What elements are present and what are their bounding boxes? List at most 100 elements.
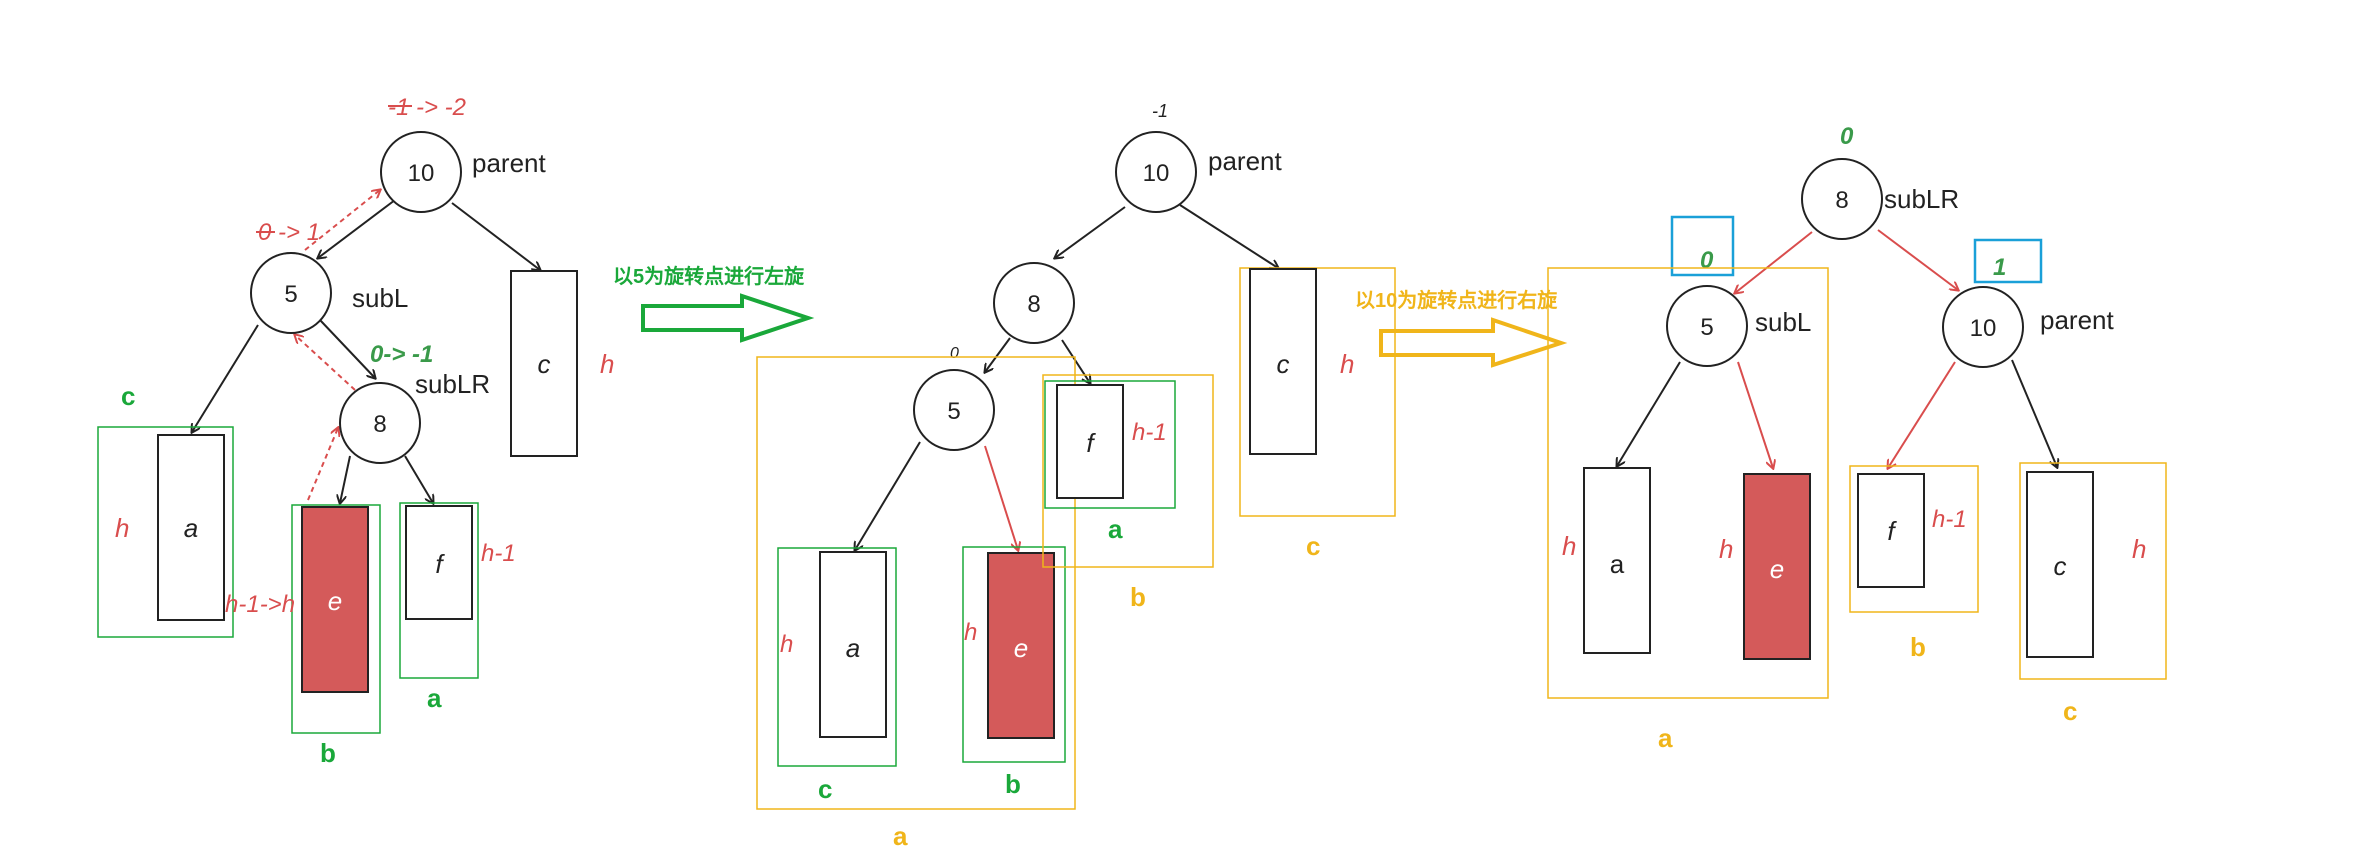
edge-8-5 [985, 337, 1011, 372]
subtree-e-label: e [1770, 554, 1784, 584]
parent-label: parent [1208, 146, 1282, 176]
subL-label: subL [352, 283, 408, 313]
edge-8-e [340, 455, 351, 503]
edge-10-c [1179, 204, 1278, 268]
edge-10-c [2011, 359, 2057, 467]
edge-8-f [1061, 339, 1090, 383]
subtree-e [301, 506, 369, 693]
bf-10-change: -1 -> -2 [388, 94, 466, 121]
group-a-outer-label: a [893, 821, 908, 851]
node-8-label: 8 [373, 411, 386, 438]
bf-8-change: 0-> -1 [370, 341, 433, 368]
edge-8-10 [1877, 229, 1958, 290]
node-8 [993, 262, 1075, 344]
subtree-e [987, 552, 1055, 739]
height-a: h [115, 513, 129, 543]
edge-10-8 [1055, 206, 1126, 258]
edge-5-a [855, 441, 921, 550]
subtree-c [1249, 268, 1317, 455]
group-b-inner-label: b [1005, 769, 1021, 799]
subtree-c-label: c [1277, 349, 1290, 379]
height-e-change: h-1->h [225, 591, 295, 618]
node-8 [1801, 158, 1883, 240]
subL-label: subL [1755, 307, 1811, 337]
group-c-outer-box [1239, 267, 1396, 517]
height-c: h [1340, 349, 1354, 379]
edge-5-a [192, 324, 259, 432]
node-10-label: 10 [1970, 315, 1997, 342]
node-10 [1115, 131, 1197, 213]
node-8-label: 8 [1835, 187, 1848, 214]
group-c-label: c [121, 381, 135, 411]
subtree-a-label: a [1610, 549, 1625, 579]
subtree-a-label: a [846, 633, 860, 663]
group-b-outer-box [1042, 374, 1214, 568]
height-f: h-1 [1132, 419, 1167, 446]
height-c: h [2132, 534, 2146, 564]
edge-10-f [1888, 361, 1956, 468]
group-c-outer-label: c [1306, 531, 1320, 561]
subtree-a [1583, 467, 1651, 654]
diagram-2-after-left-rotation: 10 8 5 parent -1 0 a a h c e h b f h-1 a… [756, 101, 1396, 851]
subtree-f [1056, 384, 1124, 499]
node-5 [913, 369, 995, 451]
parent-label: parent [2040, 305, 2114, 335]
diagram-3-after-right-rotation: 8 5 10 subLR subL parent 0 0 1 a h e h a… [1547, 123, 2167, 753]
group-c-label: c [818, 774, 832, 804]
group-c-box [97, 426, 234, 638]
node-5 [1666, 285, 1748, 367]
edge-10-5 [318, 199, 396, 258]
subtree-c-label: c [538, 349, 551, 379]
node-10-label: 10 [1143, 160, 1170, 187]
backtrack-8-5 [295, 335, 356, 391]
node-5 [250, 252, 332, 334]
node-5-label: 5 [284, 281, 297, 308]
edge-8-f [404, 455, 433, 503]
edge-5-e [1737, 361, 1773, 468]
subtree-f-label: f [1887, 516, 1897, 546]
rotate-left-arrow: 以5为旋转点进行左旋 [613, 264, 815, 343]
rotate-right-label: 以10为旋转点进行右旋 [1355, 288, 1558, 312]
edge-8-5 [1735, 231, 1813, 293]
subtree-f [1857, 473, 1925, 588]
group-a-outer-box [756, 356, 1076, 810]
height-e: h [1719, 534, 1733, 564]
node-10 [1942, 286, 2024, 368]
group-c-box [2019, 462, 2167, 680]
edge-5-8 [319, 319, 375, 378]
diagram-1-before: 10 5 8 parent subL subLR -1 -> -2 0 -> 1… [97, 94, 614, 768]
group-b-label: b [1910, 632, 1926, 662]
edge-10-c [451, 202, 540, 270]
group-c-box [777, 547, 897, 767]
node-8 [339, 382, 421, 464]
group-b-inner-box [962, 546, 1066, 763]
bf-5: 0 [1700, 247, 1714, 274]
subtree-e-label: e [328, 586, 342, 616]
subtree-c [510, 270, 578, 457]
rotate-right-arrow: 以10为旋转点进行右旋 [1355, 288, 1568, 368]
parent-label: parent [472, 148, 546, 178]
bf-8: 0 [1840, 123, 1854, 150]
group-c-label: c [2063, 696, 2077, 726]
height-f: h-1 [1932, 506, 1967, 533]
node-5-label: 5 [1700, 314, 1713, 341]
node-10 [380, 131, 462, 213]
subtree-c [2026, 471, 2094, 658]
group-a-label: a [1658, 723, 1673, 753]
subtree-f-label: f [1086, 428, 1096, 458]
group-a-inner-label: a [1108, 514, 1123, 544]
group-b-box [291, 504, 381, 734]
height-f: h-1 [481, 540, 516, 567]
subtree-a [819, 551, 887, 738]
height-a: h [1562, 531, 1576, 561]
subtree-c-label: c [2054, 551, 2067, 581]
rotate-left-arrow-shape [641, 293, 815, 343]
subLR-label: subLR [415, 369, 490, 399]
subtree-a-label: a [184, 513, 198, 543]
subtree-f-label: f [435, 549, 445, 579]
subtree-e-label: e [1014, 633, 1028, 663]
group-b-label: b [320, 738, 336, 768]
rotate-right-arrow-shape [1379, 317, 1568, 368]
backtrack-5-10 [304, 190, 380, 251]
